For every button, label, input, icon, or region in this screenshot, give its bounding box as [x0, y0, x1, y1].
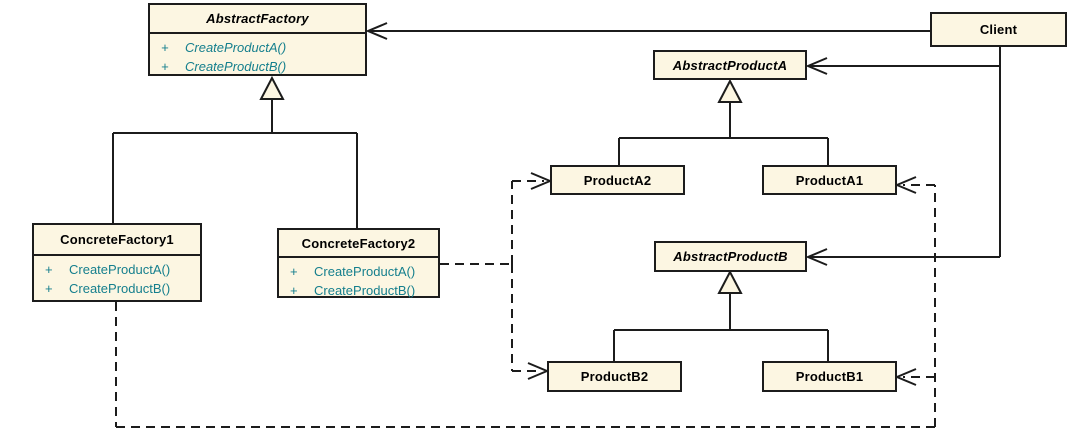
method-signature: CreateProductA()	[314, 264, 416, 279]
class-producta1: ProductA1	[762, 165, 897, 195]
association-client-abstractproducta	[805, 47, 1001, 257]
class-abstractfactory-title: AbstractFactory	[150, 5, 365, 34]
class-concretefactory1-title: ConcreteFactory1	[34, 225, 200, 256]
method-visibility: +	[161, 59, 169, 74]
class-concretefactory2-methods: + CreateProductA() + CreateProductB()	[279, 258, 438, 300]
generalization-products-abstractproductb	[613, 269, 829, 361]
method-signature: CreateProductB()	[69, 281, 171, 296]
class-concretefactory2: ConcreteFactory2 + CreateProductA() + Cr…	[277, 228, 440, 298]
method-visibility: +	[45, 262, 53, 277]
association-client-abstractproductb	[805, 248, 1000, 266]
class-producta1-title: ProductA1	[795, 172, 864, 188]
method-visibility: +	[161, 40, 169, 55]
method-createproducta: + CreateProductA()	[150, 38, 365, 57]
method-createproductb: + CreateProductB()	[279, 281, 438, 300]
dependency-arrowheads-concretefactory1	[894, 176, 917, 386]
method-signature: CreateProductA()	[185, 40, 287, 55]
method-createproductb: + CreateProductB()	[34, 279, 200, 298]
generalization-products-abstractproducta	[618, 78, 829, 165]
class-abstractproductb-title: AbstractProductB	[673, 249, 788, 264]
class-abstractfactory: AbstractFactory + CreateProductA() + Cre…	[148, 3, 367, 76]
class-productb2-title: ProductB2	[580, 369, 649, 384]
method-visibility: +	[290, 283, 298, 298]
method-createproducta: + CreateProductA()	[279, 262, 438, 281]
class-productb2: ProductB2	[547, 361, 682, 392]
class-producta2-title: ProductA2	[583, 172, 652, 188]
class-productb1: ProductB1	[762, 361, 897, 392]
class-concretefactory2-title: ConcreteFactory2	[279, 230, 438, 258]
class-concretefactory1: ConcreteFactory1 + CreateProductA() + Cr…	[32, 223, 202, 302]
class-productb1-title: ProductB1	[795, 369, 864, 384]
method-visibility: +	[290, 264, 298, 279]
method-visibility: +	[45, 281, 53, 296]
dependency-arrowheads-concretefactory2	[527, 172, 553, 380]
class-concretefactory1-methods: + CreateProductA() + CreateProductB()	[34, 256, 200, 298]
class-abstractfactory-methods: + CreateProductA() + CreateProductB()	[150, 34, 365, 76]
class-abstractproducta: AbstractProductA	[653, 50, 807, 80]
generalization-concretefactories-abstractfactory	[112, 75, 358, 228]
method-createproductb: + CreateProductB()	[150, 57, 365, 76]
method-createproducta: + CreateProductA()	[34, 260, 200, 279]
dependency-concretefactory2-products	[440, 180, 544, 372]
class-abstractproducta-title: AbstractProductA	[672, 57, 788, 73]
dependency-concretefactory1-products	[115, 184, 936, 428]
class-abstractproductb: AbstractProductB	[654, 241, 807, 272]
association-client-abstractfactory	[365, 22, 930, 40]
method-signature: CreateProductA()	[69, 262, 171, 277]
class-client-title: Client	[979, 22, 1018, 37]
method-signature: CreateProductB()	[185, 59, 287, 74]
class-producta2: ProductA2	[550, 165, 685, 195]
method-signature: CreateProductB()	[314, 283, 416, 298]
class-client: Client	[930, 12, 1067, 47]
